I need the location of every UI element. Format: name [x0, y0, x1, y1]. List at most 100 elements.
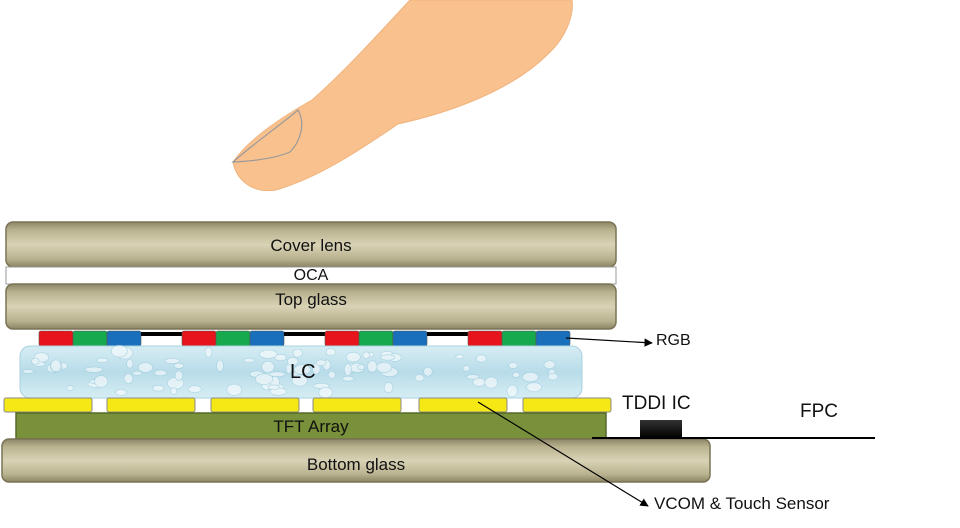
color-filter-blue — [535, 330, 571, 347]
lc-bubble — [466, 374, 480, 380]
lc-bubble — [475, 354, 487, 363]
color-filter-green — [72, 330, 108, 347]
top-glass-layer — [5, 283, 617, 330]
color-filter-red — [181, 330, 217, 347]
lc-bubble — [543, 360, 556, 369]
lc-bubble — [255, 373, 274, 385]
lc-bubble — [110, 344, 128, 358]
lc-bubble — [259, 349, 278, 359]
sensor-pad — [106, 397, 196, 413]
lc-bubble — [267, 384, 280, 390]
lc-bubble — [138, 362, 153, 373]
color-filter-blue — [392, 330, 428, 347]
bottom-glass-layer — [1, 438, 711, 483]
finger-icon — [232, 0, 573, 192]
lc-bubble — [50, 359, 62, 372]
lc-bubble — [455, 354, 464, 360]
lc-label: LC — [290, 361, 316, 383]
lc-bubble — [508, 362, 518, 369]
lc-bubble — [243, 357, 255, 363]
lc-bubble — [423, 366, 433, 377]
color-filter-red — [38, 330, 74, 347]
lc-bubble — [484, 376, 498, 389]
lc-bubble — [291, 374, 308, 387]
vcom-arrow — [477, 401, 649, 507]
fingernail-icon — [231, 109, 303, 163]
lc-bubble — [345, 351, 361, 363]
sensor-pad — [312, 397, 402, 413]
lc-bubble — [84, 366, 103, 373]
lc-bubble — [22, 369, 35, 374]
lc-bubble — [274, 354, 287, 362]
finger-illustration — [231, 0, 573, 192]
color-filter-green — [215, 330, 251, 347]
sensor-pad — [3, 397, 93, 413]
lc-bubble — [216, 359, 224, 372]
color-filter-black — [284, 332, 325, 336]
lc-bubble — [315, 359, 327, 366]
tddi-ic-label: TDDI IC — [622, 393, 691, 414]
color-filter-blue — [106, 330, 142, 347]
sensor-pad — [418, 397, 508, 413]
lc-bubble — [115, 389, 128, 396]
vcom-touch-sensor-label: VCOM & Touch Sensor — [654, 494, 830, 513]
lc-bubble — [362, 351, 371, 359]
cover-lens-label: Cover lens — [270, 236, 352, 255]
lc-bubble — [522, 371, 539, 383]
sensor-pad — [210, 397, 300, 413]
bottom-glass-label: Bottom glass — [306, 455, 406, 474]
color-filter-black — [141, 332, 182, 336]
lc-bubble — [341, 376, 355, 382]
vcom-sensor-pads — [3, 397, 612, 413]
lc-bubble — [286, 357, 299, 366]
lc-bubble — [152, 384, 165, 392]
lc-bubble — [153, 369, 168, 377]
lc-texture — [22, 344, 559, 399]
color-filter-red — [467, 330, 503, 347]
lc-bubble — [318, 386, 333, 399]
lc-bubble — [173, 362, 184, 369]
lc-bubble — [31, 357, 40, 365]
lc-bubble — [512, 371, 521, 378]
lc-bubble — [380, 354, 396, 361]
lc-bubble — [506, 384, 518, 397]
lc-bubble — [367, 360, 378, 373]
lc-bubble — [327, 370, 336, 379]
lc-bubble — [96, 357, 109, 364]
lc-bubble — [414, 374, 425, 382]
lc-bubble — [187, 385, 202, 394]
tft-array-layer — [15, 412, 607, 440]
lc-bubble — [94, 375, 109, 388]
lc-bubble — [132, 370, 143, 376]
color-filter-green — [358, 330, 394, 347]
tddi-ic-chip — [640, 420, 682, 438]
color-filter-green — [501, 330, 537, 347]
rgb-arrow — [565, 337, 653, 347]
sensor-pad — [522, 397, 612, 413]
fpc-label: FPC — [800, 401, 838, 422]
lc-bubble — [292, 348, 303, 358]
lc-bubble — [164, 358, 180, 364]
lc-bubble — [174, 370, 183, 381]
lc-bubble — [547, 372, 559, 381]
tft-array-label: TFT Array — [273, 417, 349, 436]
oca-label: OCA — [293, 267, 329, 282]
lc-bubble — [261, 360, 275, 373]
rgb-label: RGB — [656, 332, 691, 349]
color-filter-strip — [38, 330, 571, 347]
lc-bubble — [383, 381, 394, 394]
lc-bubble — [204, 346, 213, 358]
lc-bubble — [170, 387, 177, 395]
lc-bubble — [325, 348, 337, 356]
lc-bubble — [123, 373, 134, 384]
lc-bubble — [226, 383, 243, 396]
lc-bubble — [343, 363, 352, 376]
lc-bubble — [462, 365, 471, 372]
lc-bubble — [376, 362, 392, 373]
lc-bubble — [293, 364, 311, 375]
top-glass-label: Top glass — [275, 290, 347, 309]
color-filter-red — [324, 330, 360, 347]
lc-bubble — [357, 364, 365, 371]
lc-bubble — [526, 382, 542, 392]
